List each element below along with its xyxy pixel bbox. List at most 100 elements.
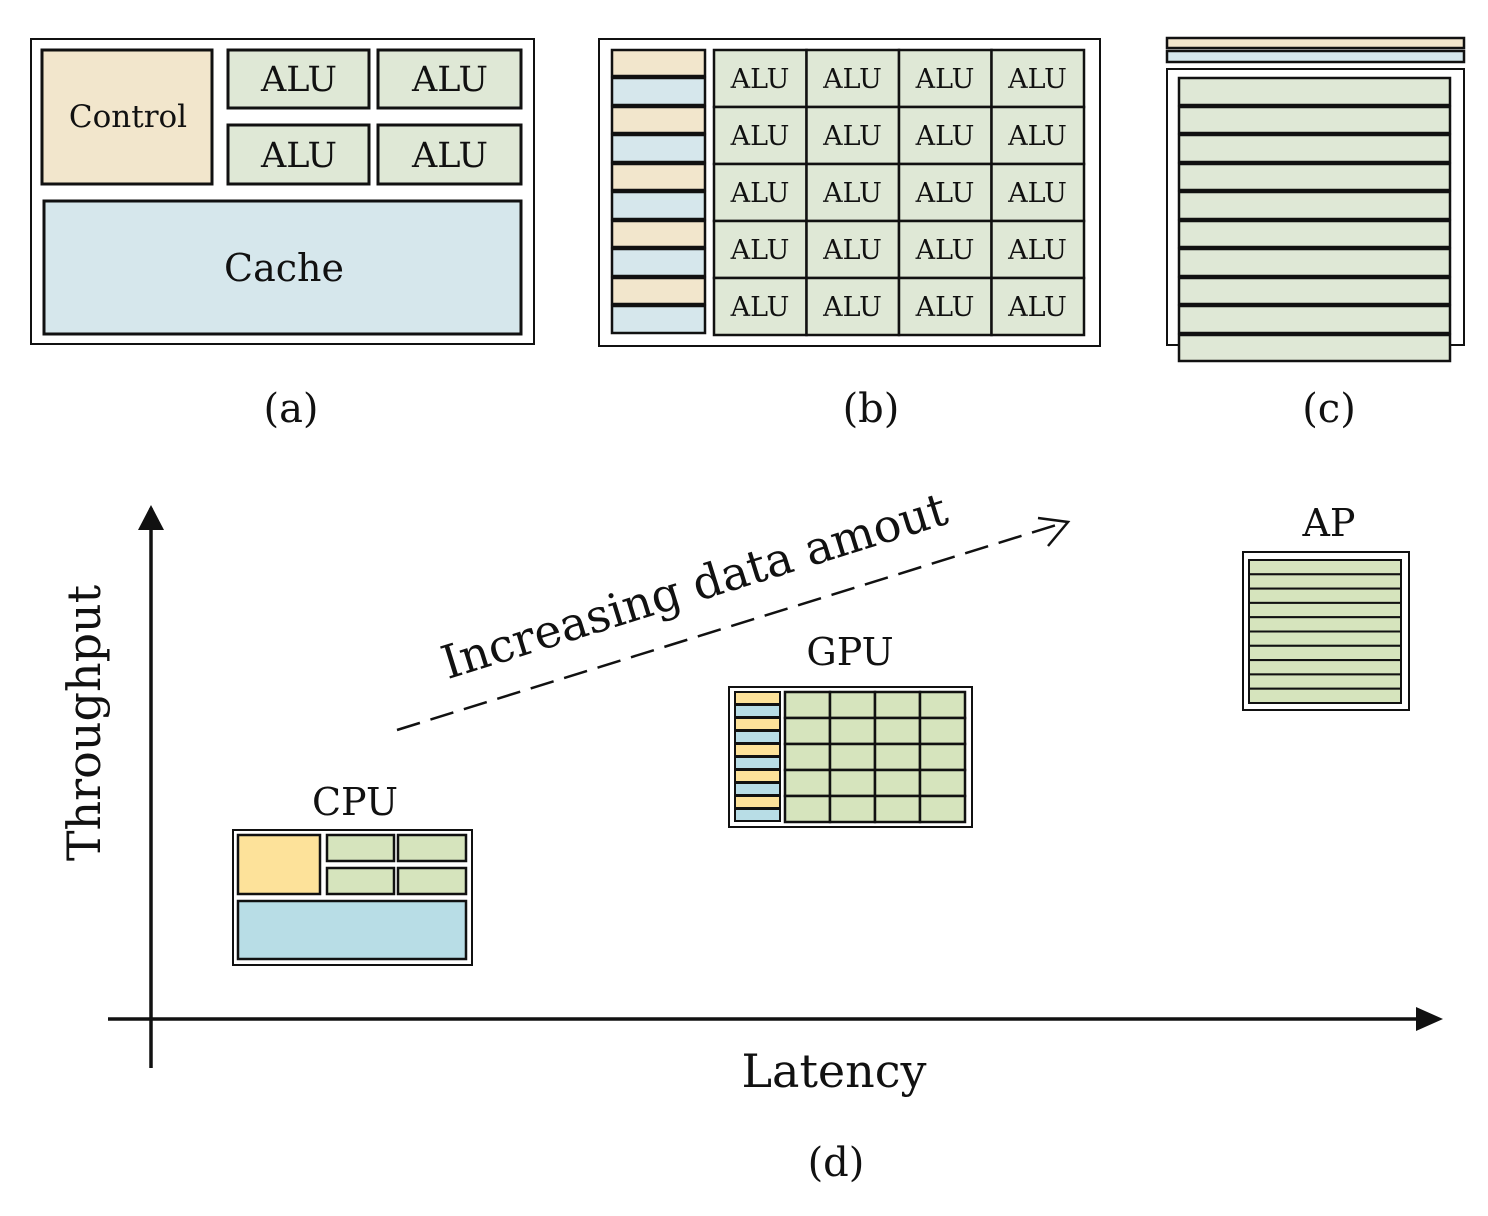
alu-label: ALU (822, 235, 882, 266)
control-strip (610, 105, 707, 135)
alu-cell (712, 162, 808, 223)
cache-strip (610, 76, 707, 107)
ap-alu-row (1177, 76, 1452, 107)
panel-c-ap: (c) (1165, 36, 1466, 432)
alu-label: ALU (1007, 178, 1067, 209)
mini-control-strip (734, 743, 781, 757)
control-strip (610, 48, 707, 78)
alu-label: ALU (411, 60, 488, 100)
ap-alu-row (1177, 190, 1452, 221)
cpu-mini-chip: CPU (232, 780, 473, 966)
alu-label: ALU (730, 121, 790, 152)
alu-cell (897, 276, 993, 337)
mini-alu-cell (783, 794, 832, 824)
alu-block (226, 123, 371, 186)
caption-d: (d) (808, 1140, 865, 1186)
mini-cache-strip (734, 704, 781, 718)
alu-label: ALU (730, 235, 790, 266)
mini-control-strip (734, 691, 781, 705)
mini-alu-cell (828, 716, 877, 746)
control-label: Control (69, 99, 187, 135)
ap-alu-row (1177, 247, 1452, 278)
alu-label: ALU (915, 292, 975, 323)
mini-alu-cell (918, 742, 967, 772)
mini-alu-cell (918, 768, 967, 798)
trend-arrow (396, 520, 1067, 732)
alu-label: ALU (411, 136, 488, 176)
mini-alu-cell (873, 768, 922, 798)
alu-cell (805, 48, 901, 109)
x-axis-arrow-icon (1416, 1007, 1443, 1031)
gpu-alu-grid: ALU ALU ALU ALU ALU ALU ALU ALU ALU ALU ALU ALU ALU A… (712, 48, 1086, 337)
alu-cell (990, 162, 1086, 223)
cpu-label: CPU (312, 780, 398, 824)
alu-cell (990, 276, 1086, 337)
alu-label: ALU (915, 64, 975, 95)
alu-label: ALU (822, 178, 882, 209)
control-strip (610, 219, 707, 249)
ap-cache-strip (1165, 49, 1466, 64)
x-axis-label: Latency (741, 1044, 926, 1098)
mini-alu-cell (783, 742, 832, 772)
mini-alu-cell (873, 716, 922, 746)
gpu-mini-chip: GPU (728, 630, 973, 828)
cache-strip (610, 304, 707, 335)
mini-alu-cell (783, 768, 832, 798)
ap-alu-rows (1177, 76, 1452, 363)
alu-cell (805, 219, 901, 280)
cache-strip (610, 133, 707, 164)
mini-ap-row (1248, 616, 1402, 633)
cache-strip (610, 247, 707, 278)
mini-control-strip (734, 717, 781, 731)
mini-alu-cell (783, 716, 832, 746)
caption-a: (a) (263, 386, 318, 432)
mini-alu-cell (783, 690, 832, 720)
mini-ap-row (1248, 659, 1402, 676)
mini-alu-cell (828, 794, 877, 824)
alu-label: ALU (822, 64, 882, 95)
cpu-mini-cache (236, 899, 468, 961)
alu-label: ALU (822, 292, 882, 323)
alu-cell (805, 105, 901, 166)
ap-alu-row (1177, 219, 1452, 249)
ap-alu-row (1177, 304, 1452, 335)
alu-cell (990, 105, 1086, 166)
alu-block (226, 48, 371, 110)
alu-cell (712, 276, 808, 337)
ap-alu-row (1177, 333, 1452, 363)
mini-ap-row (1248, 559, 1402, 576)
mini-cache-strip (734, 808, 781, 822)
cpu-mini-alu (325, 833, 396, 863)
y-axis-arrow-icon (138, 505, 164, 530)
mini-ap-row (1248, 587, 1402, 604)
alu-label: ALU (730, 178, 790, 209)
alu-label: ALU (260, 60, 337, 100)
alu-label: ALU (1007, 64, 1067, 95)
cpu-mini-alu (325, 866, 396, 896)
mini-alu-cell (828, 690, 877, 720)
alu-cell (712, 219, 808, 280)
alu-label: ALU (1007, 121, 1067, 152)
mini-ap-row (1248, 573, 1402, 590)
trend-arrowhead-icon (1037, 516, 1071, 547)
control-block (40, 48, 214, 186)
mini-control-strip (734, 795, 781, 809)
control-strip (610, 276, 707, 306)
mini-ap-row (1248, 673, 1402, 690)
mini-cache-strip (734, 782, 781, 796)
mini-alu-cell (873, 690, 922, 720)
alu-label: ALU (915, 178, 975, 209)
alu-cell (897, 219, 993, 280)
ap-alu-row (1177, 105, 1452, 135)
panel-b-gpu: ALU ALU ALU ALU ALU ALU ALU ALU ALU ALU ALU ALU ALU A… (598, 38, 1101, 432)
mini-alu-cell (873, 794, 922, 824)
ap-control-strip (1165, 36, 1466, 50)
alu-label: ALU (260, 136, 337, 176)
alu-block (376, 48, 523, 110)
mini-ap-row (1248, 687, 1402, 705)
panel-d-plot: Throughput Latency Increasing data amout… (57, 482, 1443, 1186)
cache-strip (610, 190, 707, 221)
caption-c: (c) (1302, 386, 1356, 432)
alu-label: ALU (1007, 292, 1067, 323)
